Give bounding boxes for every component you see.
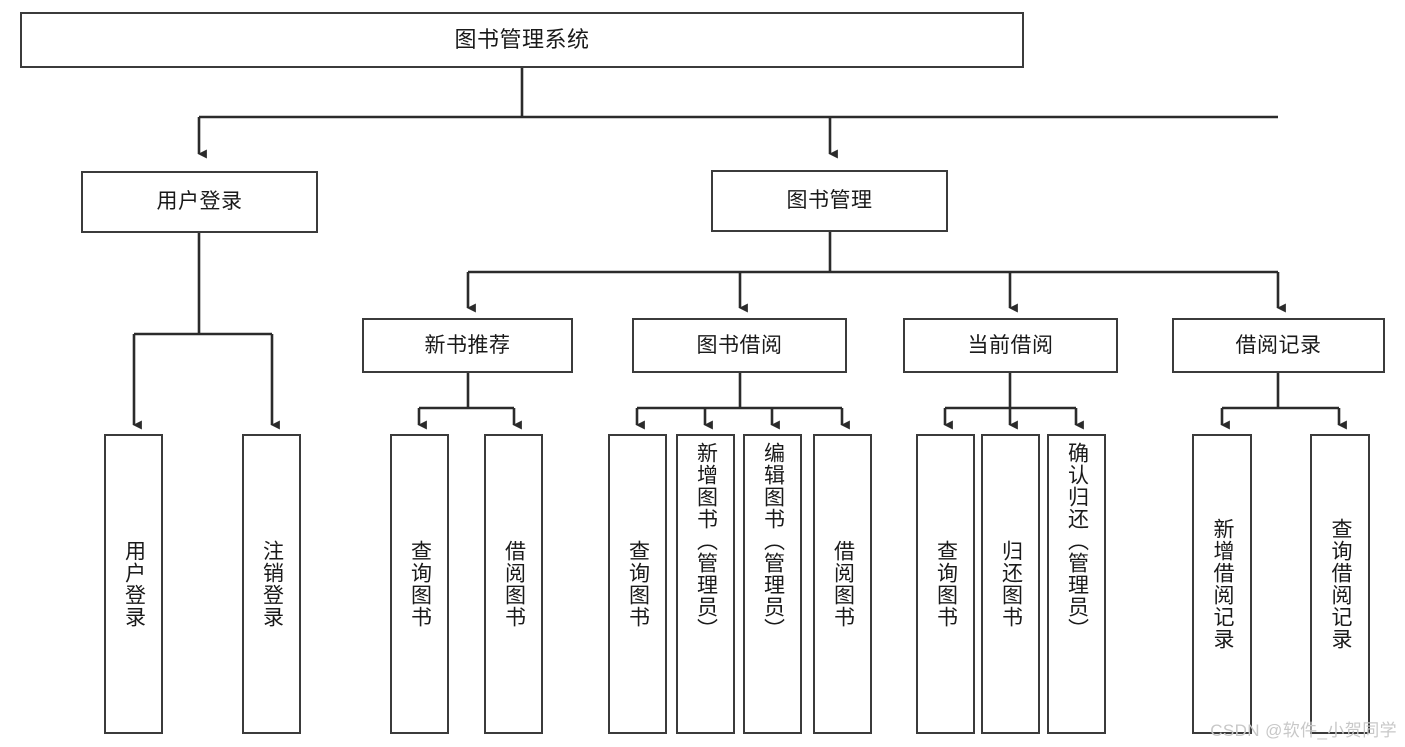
node-current-borrow[interactable]: 当前借阅 bbox=[903, 318, 1118, 373]
leaf-current-borrow-return[interactable]: 归还图书 bbox=[981, 434, 1040, 734]
node-label: 图书借阅 bbox=[696, 333, 783, 357]
leaf-new-book-borrow[interactable]: 借阅图书 bbox=[484, 434, 543, 734]
leaf-book-borrow-edit[interactable]: 编辑图书（管理员） bbox=[743, 434, 802, 734]
node-label: 当前借阅 bbox=[967, 333, 1054, 357]
node-label: 图书管理 bbox=[786, 189, 873, 213]
node-borrow-record[interactable]: 借阅记录 bbox=[1172, 318, 1385, 373]
watermark-csdn: CSDN @软件_小贺同学 bbox=[1210, 721, 1397, 740]
leaf-book-borrow-query[interactable]: 查询图书 bbox=[608, 434, 667, 734]
node-label: 查询图书 bbox=[408, 540, 432, 628]
node-label: 用户登录 bbox=[156, 190, 243, 214]
node-label: 借阅图书 bbox=[502, 540, 526, 628]
node-book-management[interactable]: 图书管理 bbox=[711, 170, 948, 232]
node-label: 新书推荐 bbox=[424, 333, 511, 357]
leaf-user-login-signin[interactable]: 用户登录 bbox=[104, 434, 163, 734]
node-label: 借阅图书 bbox=[831, 540, 855, 628]
node-label: 查询图书 bbox=[626, 540, 650, 628]
leaf-borrow-record-query[interactable]: 查询借阅记录 bbox=[1310, 434, 1370, 734]
node-label: 确认归还（管理员） bbox=[1065, 442, 1089, 640]
leaf-new-book-query[interactable]: 查询图书 bbox=[390, 434, 449, 734]
node-label: 新增借阅记录 bbox=[1211, 518, 1235, 650]
leaf-book-borrow-add[interactable]: 新增图书（管理员） bbox=[676, 434, 735, 734]
node-label: 注销登录 bbox=[260, 540, 284, 628]
node-book-borrow[interactable]: 图书借阅 bbox=[632, 318, 847, 373]
node-label: 图书管理系统 bbox=[454, 26, 590, 52]
node-new-book-recommend[interactable]: 新书推荐 bbox=[362, 318, 573, 373]
node-label: 借阅记录 bbox=[1235, 333, 1322, 357]
node-label: 归还图书 bbox=[999, 540, 1023, 628]
node-root-system[interactable]: 图书管理系统 bbox=[20, 12, 1024, 68]
node-label: 用户登录 bbox=[122, 540, 146, 628]
leaf-current-borrow-query[interactable]: 查询图书 bbox=[916, 434, 975, 734]
node-label: 新增图书（管理员） bbox=[694, 442, 718, 640]
leaf-current-borrow-confirm[interactable]: 确认归还（管理员） bbox=[1047, 434, 1106, 734]
node-label: 查询图书 bbox=[934, 540, 958, 628]
leaf-borrow-record-add[interactable]: 新增借阅记录 bbox=[1192, 434, 1252, 734]
node-label: 查询借阅记录 bbox=[1329, 518, 1353, 650]
leaf-book-borrow-lend[interactable]: 借阅图书 bbox=[813, 434, 872, 734]
node-label: 编辑图书（管理员） bbox=[761, 442, 785, 640]
node-user-login[interactable]: 用户登录 bbox=[81, 171, 318, 233]
leaf-user-login-signout[interactable]: 注销登录 bbox=[242, 434, 301, 734]
